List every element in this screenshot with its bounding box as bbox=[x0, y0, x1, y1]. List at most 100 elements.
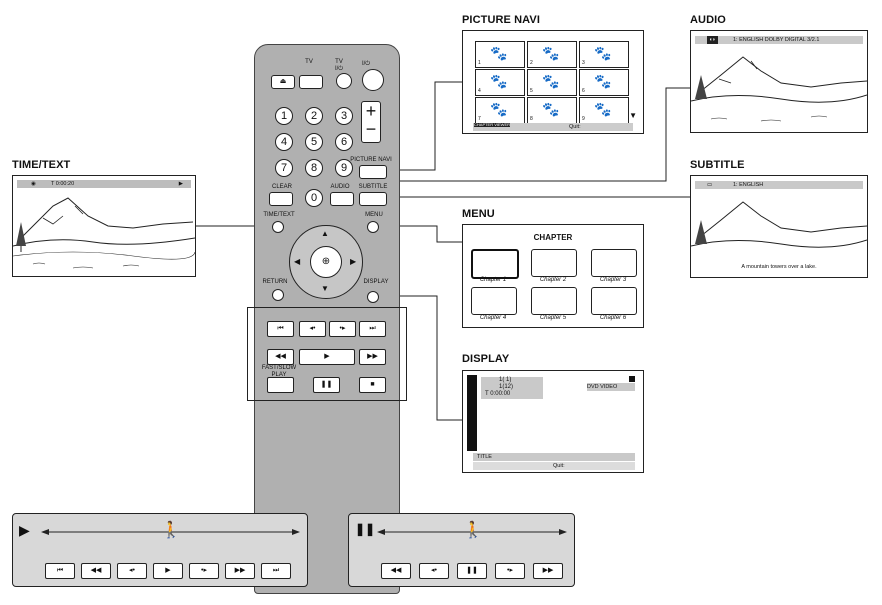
clear-button[interactable] bbox=[269, 192, 293, 206]
fast-forward-icon[interactable]: ▶▶ bbox=[225, 563, 255, 579]
step-forward-button[interactable]: •▸ bbox=[329, 321, 356, 337]
time-text-button[interactable] bbox=[272, 221, 284, 233]
animal-icon: 🐾 bbox=[594, 45, 612, 61]
chapter-viewer-badge: CHAPTER VIEWER bbox=[474, 122, 511, 127]
picture-navi-button[interactable] bbox=[359, 165, 387, 179]
digit-button[interactable]: 4 bbox=[275, 133, 293, 151]
animal-icon: 🐾 bbox=[542, 45, 560, 61]
pause-mode-panel: ❚❚ 🚶 ◀◀ ◂• ❚❚ •▸ ▶▶ bbox=[348, 513, 575, 587]
chapter-thumbnail[interactable] bbox=[471, 249, 519, 279]
digit-button[interactable]: 8 bbox=[305, 159, 323, 177]
rewind-icon[interactable]: ◀◀ bbox=[381, 563, 411, 579]
thumbnail-number: 3 bbox=[582, 60, 585, 66]
step-back-icon[interactable]: ◂• bbox=[419, 563, 449, 579]
audio-icon: ◖◗ bbox=[707, 36, 718, 44]
fast-slow-play-label: FAST/SLOW PLAY bbox=[261, 365, 297, 378]
rewind-button[interactable]: ◀◀ bbox=[267, 349, 294, 365]
volume-down-icon[interactable]: − bbox=[365, 119, 377, 139]
subtitle-button[interactable] bbox=[359, 192, 387, 206]
thumbnail[interactable]: 8🐾 bbox=[527, 97, 577, 124]
thumbnail[interactable]: 4🐾 bbox=[475, 69, 525, 96]
chapter-thumbnail[interactable] bbox=[591, 249, 637, 277]
thumbnail[interactable]: 9🐾 bbox=[579, 97, 629, 124]
digit-button[interactable]: 2 bbox=[305, 107, 323, 125]
walking-person-icon: 🚶 bbox=[463, 522, 483, 539]
volume-up-icon[interactable]: + bbox=[365, 101, 377, 121]
rewind-icon[interactable]: ◀◀ bbox=[81, 563, 111, 579]
up-arrow-icon[interactable]: ▲ bbox=[321, 229, 329, 238]
picture-navi-quit-text: Quit: bbox=[569, 124, 581, 130]
digit-button[interactable]: 6 bbox=[335, 133, 353, 151]
chapter-thumbnail[interactable] bbox=[531, 249, 577, 277]
direction-pad[interactable]: ⊕ ▲ ▼ ◀ ▶ bbox=[289, 225, 363, 299]
fast-forward-icon[interactable]: ▶▶ bbox=[533, 563, 563, 579]
display-footer-title: TITLE bbox=[473, 453, 635, 461]
enter-button[interactable]: ⊕ bbox=[310, 246, 342, 278]
walking-person-icon: 🚶 bbox=[161, 522, 181, 539]
chapter-thumbnail[interactable] bbox=[471, 287, 517, 315]
power-button[interactable] bbox=[362, 69, 384, 91]
tv-label: TV bbox=[305, 59, 313, 65]
animal-icon: 🐾 bbox=[594, 101, 612, 117]
step-forward-icon[interactable]: •▸ bbox=[189, 563, 219, 579]
tv-input-button[interactable] bbox=[299, 75, 323, 89]
thumbnail[interactable]: 1🐾 bbox=[475, 41, 525, 68]
thumbnail[interactable]: 5🐾 bbox=[527, 69, 577, 96]
digit-button[interactable]: 9 bbox=[335, 159, 353, 177]
landscape-illustration bbox=[13, 197, 195, 269]
chapter-label: Chapter 4 bbox=[479, 315, 507, 321]
prev-button[interactable]: ⏮ bbox=[267, 321, 294, 337]
animal-icon: 🐾 bbox=[490, 101, 508, 117]
pause-icon[interactable]: ❚❚ bbox=[457, 563, 487, 579]
next-icon[interactable]: ⏭ bbox=[261, 563, 291, 579]
stop-indicator-icon bbox=[629, 376, 635, 382]
left-arrow-icon[interactable]: ◀ bbox=[294, 257, 301, 266]
thumbnail[interactable]: 7🐾 bbox=[475, 97, 525, 124]
play-button[interactable]: ▶ bbox=[299, 349, 355, 365]
fast-slow-play-button[interactable] bbox=[267, 377, 294, 393]
digit-button[interactable]: 3 bbox=[335, 107, 353, 125]
step-back-icon[interactable]: ◂• bbox=[117, 563, 147, 579]
chapter-thumbnail[interactable] bbox=[531, 287, 577, 315]
menu-button[interactable] bbox=[367, 221, 379, 233]
fast-forward-button[interactable]: ▶▶ bbox=[359, 349, 386, 365]
right-arrow-icon[interactable]: ▶ bbox=[350, 257, 357, 266]
digit-button[interactable]: 7 bbox=[275, 159, 293, 177]
display-row-time: T 0:00:00 bbox=[485, 391, 511, 397]
display-footer: Quit: bbox=[473, 462, 635, 470]
pause-button[interactable]: ❚❚ bbox=[313, 377, 340, 393]
animal-icon: 🐾 bbox=[594, 73, 612, 89]
thumbnail[interactable]: 2🐾 bbox=[527, 41, 577, 68]
next-button[interactable]: ⏭ bbox=[359, 321, 386, 337]
eject-button[interactable]: ⏏ bbox=[271, 75, 295, 89]
thumbnail-number: 6 bbox=[582, 88, 585, 94]
play-icon[interactable]: ▶ bbox=[153, 563, 183, 579]
digit-button[interactable]: 1 bbox=[275, 107, 293, 125]
volume-rocker[interactable]: + − bbox=[361, 101, 381, 143]
step-back-button[interactable]: ◂• bbox=[299, 321, 326, 337]
audio-button[interactable] bbox=[330, 192, 354, 206]
scroll-down-icon: ▼ bbox=[629, 111, 637, 120]
display-row-title: 1( 1) bbox=[499, 377, 512, 383]
stop-button[interactable]: ■ bbox=[359, 377, 386, 393]
audio-screen: ◖◗ 1: ENGLISH DOLBY DIGITAL 3/2.1 bbox=[690, 30, 868, 133]
thumbnail[interactable]: 6🐾 bbox=[579, 69, 629, 96]
time-text-label: TIME/TEXT bbox=[12, 159, 71, 171]
digit-button[interactable]: 0 bbox=[305, 189, 323, 207]
play-indicator-icon: ▶ bbox=[178, 181, 183, 187]
display-format: DVD VIDEO bbox=[587, 383, 635, 391]
picture-navi-btn-label: PICTURE NAVI bbox=[350, 157, 392, 163]
pause-icon: ❚❚ bbox=[355, 522, 376, 536]
display-row-chapter: 1(12) bbox=[499, 384, 514, 390]
down-arrow-icon[interactable]: ▼ bbox=[321, 284, 329, 293]
digit-button[interactable]: 5 bbox=[305, 133, 323, 151]
tv-power-button[interactable] bbox=[336, 73, 352, 89]
chapter-thumbnail[interactable] bbox=[591, 287, 637, 315]
return-button[interactable] bbox=[272, 289, 284, 301]
display-button[interactable] bbox=[367, 291, 379, 303]
step-forward-icon[interactable]: •▸ bbox=[495, 563, 525, 579]
chapter-label: Chapter 5 bbox=[539, 315, 567, 321]
thumbnail[interactable]: 3🐾 bbox=[579, 41, 629, 68]
prev-icon[interactable]: ⏮ bbox=[45, 563, 75, 579]
